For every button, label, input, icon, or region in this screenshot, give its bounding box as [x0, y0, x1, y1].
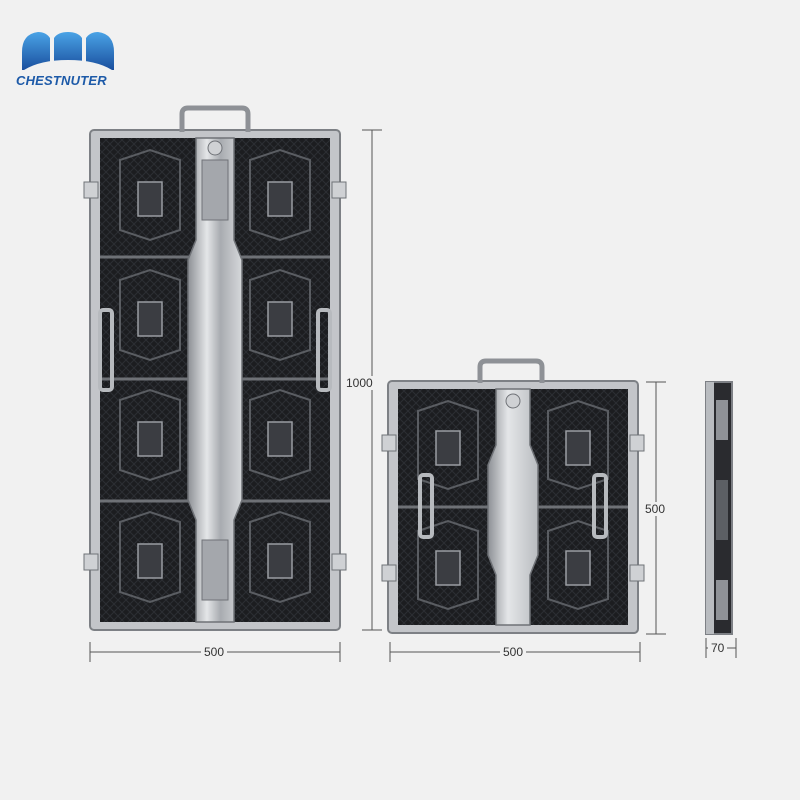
tall-cabinet-width-label: 500 — [201, 645, 228, 659]
brand-logo: CHESTNUTER — [16, 30, 126, 90]
brand-name: CHESTNUTER — [16, 73, 107, 88]
square-cabinet-drawing — [381, 358, 645, 634]
side-profile-depth-label: 70 — [708, 641, 728, 655]
tall-cabinet-height-label: 1000 — [343, 376, 376, 390]
square-cabinet-height-label: 500 — [642, 502, 669, 516]
brand-mark-icon — [22, 32, 114, 70]
side-profile-drawing — [705, 381, 733, 635]
square-cabinet-width-label: 500 — [500, 645, 527, 659]
tall-cabinet-drawing — [83, 105, 347, 631]
